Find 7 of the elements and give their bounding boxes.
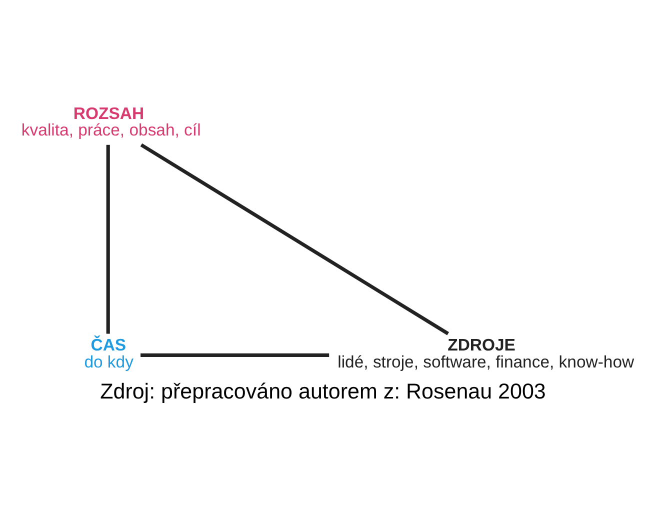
connector (106, 144, 110, 334)
node-text: ČAS do kdy (84, 335, 134, 371)
node-text: ZDROJE lidé, stroje, software, finance, know-how (338, 335, 634, 371)
connector (140, 142, 449, 335)
caption: Zdroj: přepracováno autorem z: Rosenau 2003 (100, 379, 546, 404)
node-text: ROZSAH kvalita, práce, obsah, cíl (21, 103, 201, 139)
connector (140, 352, 330, 357)
